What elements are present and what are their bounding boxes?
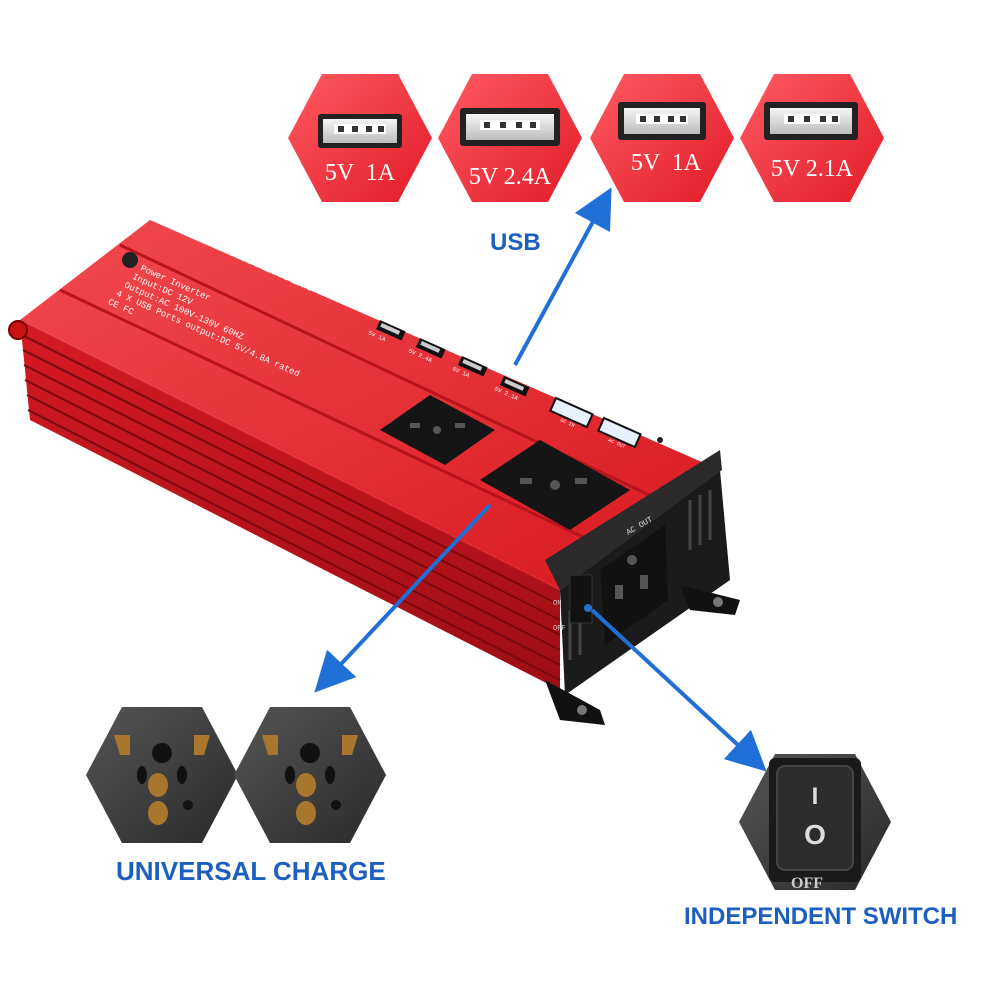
switch-on-mark: I — [812, 783, 819, 810]
inverter-device: AC OUT ON OFF POWER INVERTER Power Inver… — [8, 220, 740, 725]
usb-port-icon — [618, 102, 706, 140]
usb-port-icon — [318, 114, 402, 148]
usb-closeup-4: 5V 2.1A — [740, 74, 884, 202]
top-usb-port — [499, 375, 530, 397]
independent-switch-label: INDEPENDENT SWITCH — [684, 903, 957, 930]
top-usb-port — [415, 338, 446, 359]
rocker-switch-icon — [769, 758, 861, 882]
usb-rating-1: 5V 1A — [325, 160, 396, 186]
terminal-negative-icon — [122, 252, 138, 268]
switch-on-label: ON — [553, 600, 561, 608]
usb-closeup-3: 5V 1A — [590, 74, 734, 202]
ac-out-display — [596, 416, 642, 449]
switch-pointer-arrow — [590, 608, 767, 772]
socket-closeup-2 — [234, 707, 386, 843]
usb-port-icon — [764, 102, 858, 140]
switch-off-label: OFF — [553, 625, 566, 633]
switch-off-text: OFF — [791, 875, 823, 892]
dc-in-label: DC IN — [559, 417, 575, 429]
universal-charge-label: UNIVERSAL CHARGE — [116, 856, 386, 886]
dc-in-display — [548, 396, 594, 429]
top-usb-port — [457, 355, 488, 377]
socket-pointer-arrow — [314, 503, 492, 693]
universal-socket-icon — [114, 735, 210, 825]
front-ac-socket — [600, 525, 668, 645]
top-ac-socket-2 — [480, 440, 630, 530]
top-ac-socket-1 — [380, 395, 495, 465]
usb-closeup-1: 5V 1A — [288, 74, 432, 202]
terminal-positive-icon — [8, 320, 28, 340]
mounting-foot — [680, 585, 740, 615]
universal-socket-icon — [262, 735, 358, 825]
usb-rating-2: 5V 2.4A — [469, 164, 552, 190]
usb-closeup-2: 5V 2.4A — [438, 74, 582, 202]
usb-port-icon — [460, 108, 560, 146]
mounting-foot — [545, 680, 605, 725]
power-switch[interactable] — [569, 574, 593, 624]
top-usb-port — [375, 320, 406, 341]
switch-off-mark: O — [804, 819, 826, 850]
switch-closeup: I O OFF — [739, 754, 891, 892]
usb-rating-3: 5V 1A — [631, 150, 702, 176]
usb-label: USB — [490, 229, 541, 256]
usb-rating-4: 5V 2.1A — [771, 156, 854, 182]
indicator-led — [657, 437, 663, 443]
socket-closeup-1 — [86, 707, 238, 843]
heat-sink-fins — [21, 334, 561, 681]
usb-pointer-arrow — [513, 187, 612, 366]
